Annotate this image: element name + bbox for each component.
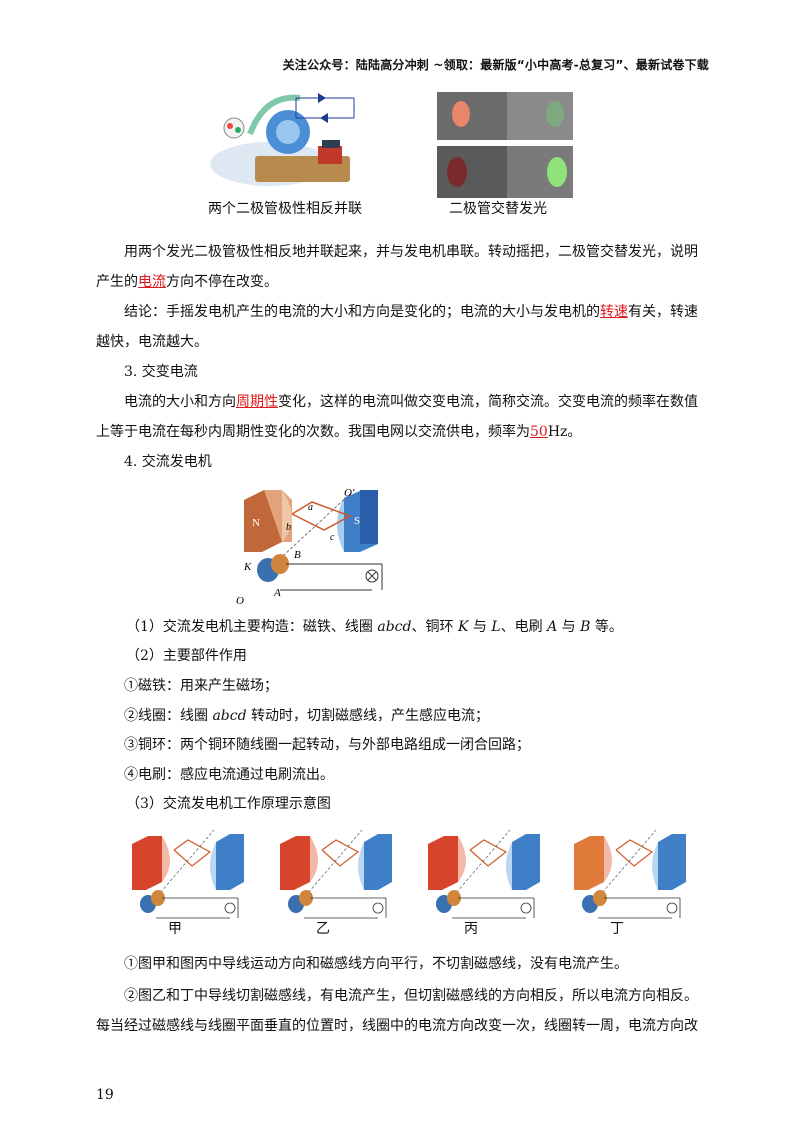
- paragraph-ac-definition: 电流的大小和方向周期性变化，这样的电流叫做交变电流，简称交流。交变电流的频率在数…: [96, 387, 706, 447]
- para1-text-end: 方向不停在改变。: [166, 274, 278, 290]
- caption-bing: 丙: [464, 921, 478, 937]
- diode-alternating-figure: [437, 92, 573, 198]
- section-title-generator: 4. 交流发电机: [124, 454, 212, 470]
- item-parts-title: （2）主要部件作用: [126, 648, 247, 664]
- principle-diagram-bing: [428, 829, 540, 919]
- item1-text6: 等。: [590, 619, 623, 635]
- item1-text: （1）交流发电机主要构造：磁铁、线圈: [126, 619, 378, 635]
- para2-text: 结论：手摇发电机产生的电流的大小和方向是变化的；电流的大小与发电机的: [124, 304, 600, 320]
- answer-blank-speed: 转速: [600, 304, 628, 320]
- item1-abcd: abcd: [377, 619, 412, 635]
- para1-text: 用两个发光二极管极性相反地并联起来，并与发电机串联。转动摇把，二极管交替发光，说…: [96, 244, 698, 290]
- principle-diagrams: [126, 826, 716, 938]
- item-principle-title: （3）交流发电机工作原理示意图: [126, 796, 331, 812]
- answer-blank-frequency: 50: [530, 424, 548, 440]
- paragraph-conclusion: 结论：手摇发电机产生的电流的大小和方向是变化的；电流的大小与发电机的转速有关，转…: [96, 297, 706, 357]
- para3-text: 电流的大小和方向: [124, 394, 236, 410]
- label-c: c: [330, 532, 335, 543]
- para3-text-end: Hz。: [547, 424, 582, 440]
- left-figure-caption: 两个二极管极性相反并联: [208, 201, 362, 217]
- label-b-brush: B: [294, 549, 301, 561]
- item1-text4: 、电刷: [500, 619, 548, 635]
- conclusion-cutting: ②图乙和丁中导线切割磁感线，有电流产生，但切割磁感线的方向相反，所以电流方向相反…: [96, 988, 698, 1034]
- label-o-prime: O′: [344, 487, 355, 499]
- label-n: N: [252, 517, 260, 529]
- part2-text-end: 转动时，切割磁感线，产生感应电流；: [246, 708, 490, 724]
- label-a-brush: A: [273, 587, 281, 599]
- item1-text2: 、铜环: [411, 619, 458, 635]
- para3-text-mid: 变化，这样的电流叫做交变电流，简称交流。交变电流的频率在数值上等于电流在每秒内周…: [96, 394, 698, 440]
- item1-a: A: [547, 619, 558, 635]
- part-copper-ring: ③铜环：两个铜环随线圈一起转动，与外部电路组成一闭合回路；: [124, 737, 530, 753]
- part-brush: ④电刷：感应电流通过电刷流出。: [124, 767, 334, 783]
- paragraph-diode-experiment: 用两个发光二极管极性相反地并联起来，并与发电机串联。转动摇把，二极管交替发光，说…: [96, 237, 706, 297]
- answer-blank-periodic: 周期性: [236, 394, 278, 410]
- diode-circuit-figure: [210, 84, 370, 196]
- item-structure: （1）交流发电机主要构造：磁铁、线圈 abcd、铜环 K 与 L、电刷 A 与 …: [126, 612, 716, 642]
- item1-l: L: [491, 619, 501, 635]
- principle-diagram-yi: [280, 829, 392, 919]
- label-a: a: [308, 502, 313, 513]
- page-number: 19: [96, 1087, 114, 1103]
- item1-text3: 与: [468, 619, 492, 635]
- page-header: 关注公众号：陆陆高分冲刺 ~领取：最新版“小中高考-总复习”、最新试卷下载: [282, 58, 709, 72]
- section-title-ac: 3. 交变电流: [124, 364, 198, 380]
- label-b: b: [286, 522, 291, 533]
- part2-abcd: abcd: [212, 708, 247, 724]
- part-magnet: ①磁铁：用来产生磁场；: [124, 678, 278, 694]
- caption-jia: 甲: [168, 921, 182, 937]
- generator-diagram: N S a b c O′ O K A B: [232, 484, 402, 608]
- principle-diagram-ding: [574, 829, 686, 919]
- principle-diagram-jia: [132, 829, 244, 919]
- right-figure-caption: 二极管交替发光: [449, 201, 547, 217]
- label-k: K: [243, 561, 252, 573]
- item1-text5: 与: [557, 619, 581, 635]
- conclusion-parallel: ①图甲和图丙中导线运动方向和磁感线方向平行，不切割磁感线，没有电流产生。: [124, 956, 628, 972]
- answer-blank-current: 电流: [138, 274, 166, 290]
- label-s: S: [354, 515, 360, 527]
- item1-b: B: [580, 619, 591, 635]
- caption-yi: 乙: [316, 921, 330, 937]
- part2-text: ②线圈：线圈: [124, 708, 213, 724]
- part-coil: ②线圈：线圈 abcd 转动时，切割磁感线，产生感应电流；: [124, 701, 734, 731]
- para2-text-end: 有关，转速越快，电流越大。: [96, 304, 698, 350]
- item1-k: K: [457, 619, 469, 635]
- label-o: O: [236, 595, 244, 607]
- caption-ding: 丁: [610, 921, 624, 937]
